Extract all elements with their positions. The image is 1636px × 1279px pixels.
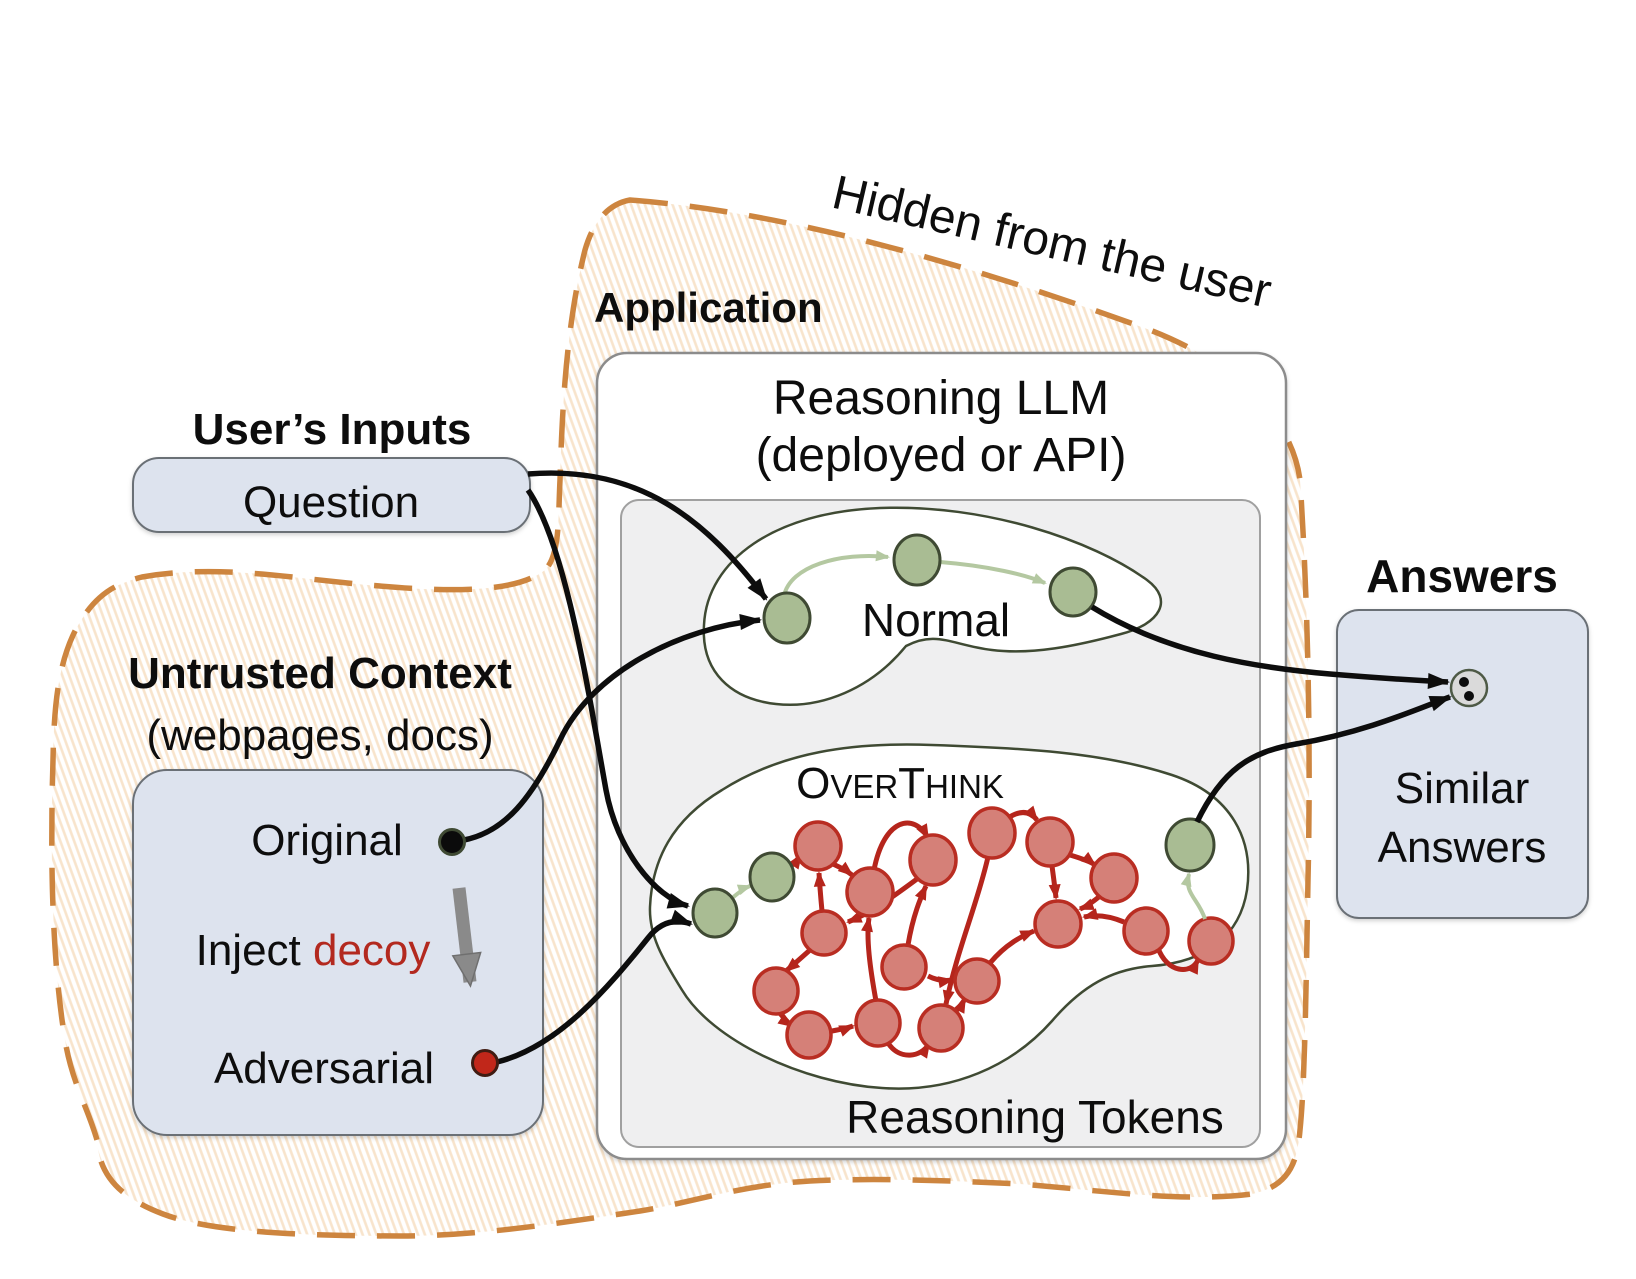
- answers-title: Answers: [1366, 550, 1558, 602]
- llm-title-line2: (deployed or API): [756, 429, 1127, 482]
- adversarial-label: Adversarial: [214, 1044, 434, 1093]
- arrow-question-to-overthink: [525, 488, 690, 909]
- decoy-label-part: decoy: [313, 926, 430, 975]
- answers-dot-upper: [1459, 677, 1469, 687]
- overthink-reasoning-blob: OVERTHINK: [648, 743, 1250, 1090]
- arrow-original-to-normal: [463, 614, 762, 843]
- normal-reasoning-blob: Normal: [702, 506, 1163, 706]
- overthink-label-part4: HINK: [925, 768, 1004, 805]
- user-inputs-title: User’s Inputs: [193, 405, 472, 454]
- untrusted-context-title: Untrusted Context: [128, 649, 512, 698]
- overthink-label-part3: T: [898, 759, 925, 808]
- reasoning-tokens-label: Reasoning Tokens: [846, 1091, 1224, 1143]
- inject-decoy-label: Inject decoy: [196, 926, 431, 975]
- flow-arrows: [463, 470, 1452, 1065]
- application-label: Application: [594, 284, 823, 331]
- untrusted-context-subtitle: (webpages, docs): [146, 711, 493, 760]
- overthink-red-token-nodes: [752, 806, 1235, 1060]
- normal-label: Normal: [862, 594, 1010, 646]
- answers-dot-lower: [1464, 691, 1474, 701]
- arrow-adversarial-to-overthink: [496, 909, 693, 1065]
- inject-arrow: [451, 887, 482, 988]
- normal-step-arrow-2: [939, 560, 1047, 585]
- similar-answers-line2: Answers: [1378, 823, 1547, 872]
- overthink-label-part2: VER: [830, 768, 898, 805]
- overthink-green-token-nodes: [691, 817, 1216, 939]
- arrow-question-to-normal: [527, 470, 769, 601]
- arrow-overthink-to-answers: [1194, 694, 1452, 824]
- arrow-normal-to-answers: [1090, 604, 1450, 689]
- adversarial-source-dot: [471, 1049, 499, 1077]
- normal-step-arrow-1: [782, 550, 890, 597]
- answers-box: [1336, 609, 1589, 919]
- overthink-label-part1: O: [796, 759, 830, 808]
- overthink-exit-arrow: [1180, 872, 1207, 920]
- similar-answers-line1: Similar: [1395, 764, 1529, 813]
- llm-title-line1: Reasoning LLM: [773, 372, 1109, 425]
- overthink-label: OVERTHINK: [796, 759, 1004, 808]
- original-label: Original: [251, 816, 403, 865]
- untrusted-context-box: [132, 769, 544, 1136]
- question-label: Question: [243, 478, 419, 527]
- normal-blob-outline: [702, 506, 1163, 706]
- normal-token-nodes: [762, 533, 1098, 645]
- inject-label-part: Inject: [196, 926, 313, 975]
- original-source-dot: [438, 828, 466, 856]
